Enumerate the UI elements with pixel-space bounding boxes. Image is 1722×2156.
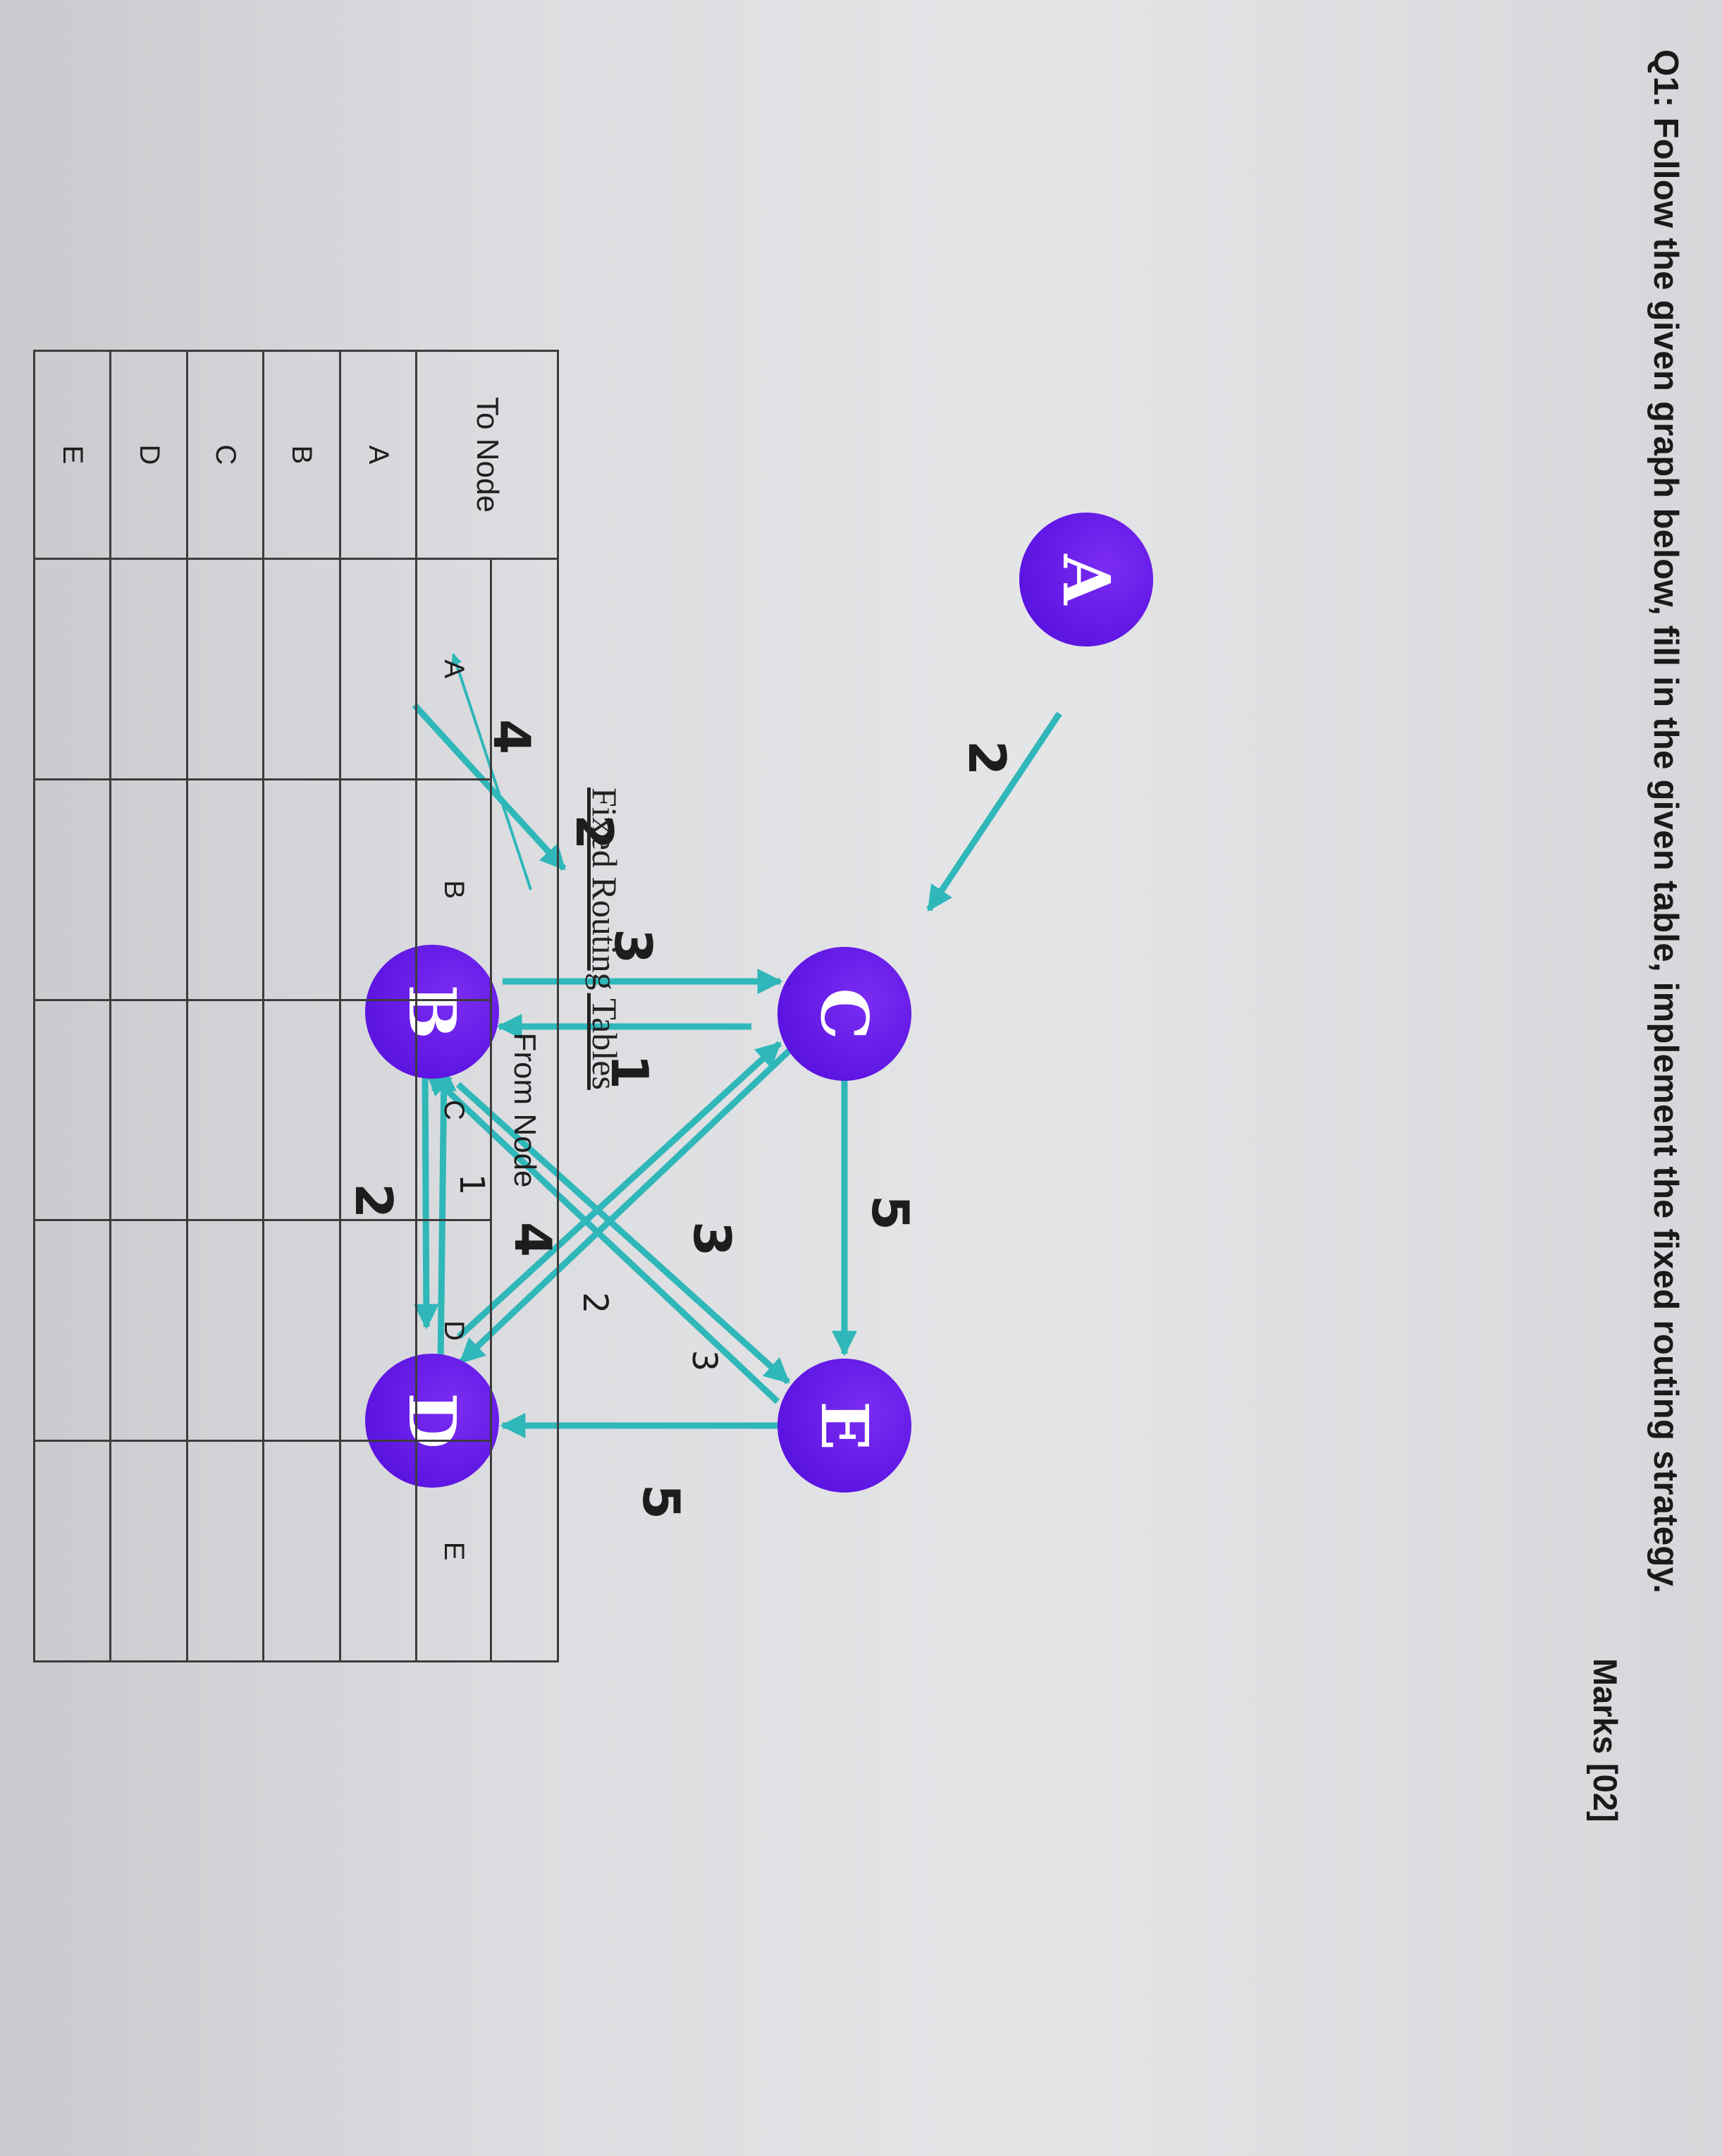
- to-node-a: A: [340, 350, 417, 559]
- table-cell[interactable]: [340, 1440, 417, 1662]
- weight-b-a: 2: [565, 814, 624, 850]
- table-header-row: To Node From Node: [416, 350, 558, 1662]
- edge-a-to-b: [412, 702, 567, 871]
- edge-a-to-c: [926, 711, 1062, 912]
- table-row: D: [110, 350, 187, 1662]
- table-cell[interactable]: [110, 779, 187, 1000]
- from-node-header: From Node: [491, 558, 558, 1662]
- node-e: E: [777, 1359, 911, 1493]
- weight-b-c: 3: [603, 929, 663, 964]
- weight-e-b: 3: [684, 1350, 724, 1372]
- table-row: C: [187, 350, 264, 1662]
- weight-a-b: 4: [482, 719, 541, 754]
- table-cell[interactable]: [34, 1000, 111, 1220]
- table-cell[interactable]: [340, 558, 417, 780]
- table-row: A: [340, 350, 417, 1662]
- node-d-label: D: [394, 1392, 470, 1449]
- table-cell[interactable]: [187, 1000, 264, 1220]
- edge-b-to-e: [455, 1082, 791, 1385]
- table-cell[interactable]: [34, 779, 111, 1000]
- graph-edges: [412, 653, 1062, 1438]
- to-node-d: D: [110, 350, 187, 559]
- weight-e-d: 5: [632, 1484, 691, 1519]
- node-c-label: C: [806, 988, 882, 1039]
- table-cell[interactable]: [110, 558, 187, 780]
- table-cell[interactable]: [187, 558, 264, 780]
- edge-d-to-c: [456, 1041, 782, 1340]
- to-node-b: B: [263, 350, 340, 559]
- table-cell[interactable]: [340, 779, 417, 1000]
- table-cell[interactable]: [110, 1440, 187, 1662]
- table-cell[interactable]: [263, 779, 340, 1000]
- to-node-header: To Node: [416, 350, 558, 559]
- table-cell[interactable]: [34, 558, 111, 780]
- weight-d-c: 2: [575, 1292, 615, 1314]
- from-node-d: D: [416, 1220, 491, 1441]
- node-a: A: [1019, 513, 1153, 647]
- edge-e-to-b: [424, 1069, 780, 1404]
- edge-weights: 4 2 2 3 1 2 1 4 3 2 3 5 5: [344, 719, 1016, 1519]
- from-node-a: A: [416, 558, 491, 780]
- node-c: C: [777, 947, 911, 1081]
- table-cell[interactable]: [263, 1000, 340, 1220]
- table-cell[interactable]: [187, 779, 264, 1000]
- edge-c-to-d: [458, 1034, 807, 1365]
- weight-b-d: 2: [344, 1183, 403, 1218]
- from-node-b: B: [416, 779, 491, 1000]
- graph-nodes: A B C D E: [365, 513, 1153, 1493]
- table-row: E: [34, 350, 111, 1662]
- node-e-label: E: [806, 1401, 882, 1450]
- weight-a-c: 2: [957, 740, 1016, 776]
- to-node-e: E: [34, 350, 111, 559]
- weight-c-e: 5: [861, 1195, 920, 1230]
- table-cell[interactable]: [263, 1440, 340, 1662]
- table-cell[interactable]: [110, 1000, 187, 1220]
- table-row: B: [263, 350, 340, 1662]
- node-b-label: B: [394, 984, 470, 1039]
- weight-c-b: 1: [600, 1054, 659, 1089]
- table-cell[interactable]: [34, 1440, 111, 1662]
- table-caption: Fixed Routing Tables: [585, 788, 625, 1090]
- table-cell[interactable]: [187, 1220, 264, 1441]
- to-node-c: C: [187, 350, 264, 559]
- from-node-e: E: [416, 1440, 491, 1662]
- fixed-routing-table: To Node From Node A B C D E A B C: [33, 350, 559, 1662]
- table-cell[interactable]: [187, 1440, 264, 1662]
- edge-b-to-a: [450, 653, 532, 890]
- node-a-label: A: [1048, 553, 1124, 606]
- from-node-c: C: [416, 1000, 491, 1220]
- table-cell[interactable]: [263, 1220, 340, 1441]
- weight-c-d: 4: [503, 1222, 562, 1257]
- edge-d-to-b: [431, 1065, 457, 1366]
- node-b: B: [365, 945, 499, 1079]
- edge-b-to-d: [413, 1067, 439, 1330]
- table-cell[interactable]: [34, 1220, 111, 1441]
- table-cell[interactable]: [340, 1000, 417, 1220]
- node-d: D: [365, 1354, 499, 1488]
- table-cell[interactable]: [110, 1220, 187, 1441]
- weight-d-b: 1: [452, 1174, 491, 1196]
- table-cell[interactable]: [263, 558, 340, 780]
- weight-b-e: 3: [682, 1221, 742, 1256]
- table-cell[interactable]: [340, 1220, 417, 1441]
